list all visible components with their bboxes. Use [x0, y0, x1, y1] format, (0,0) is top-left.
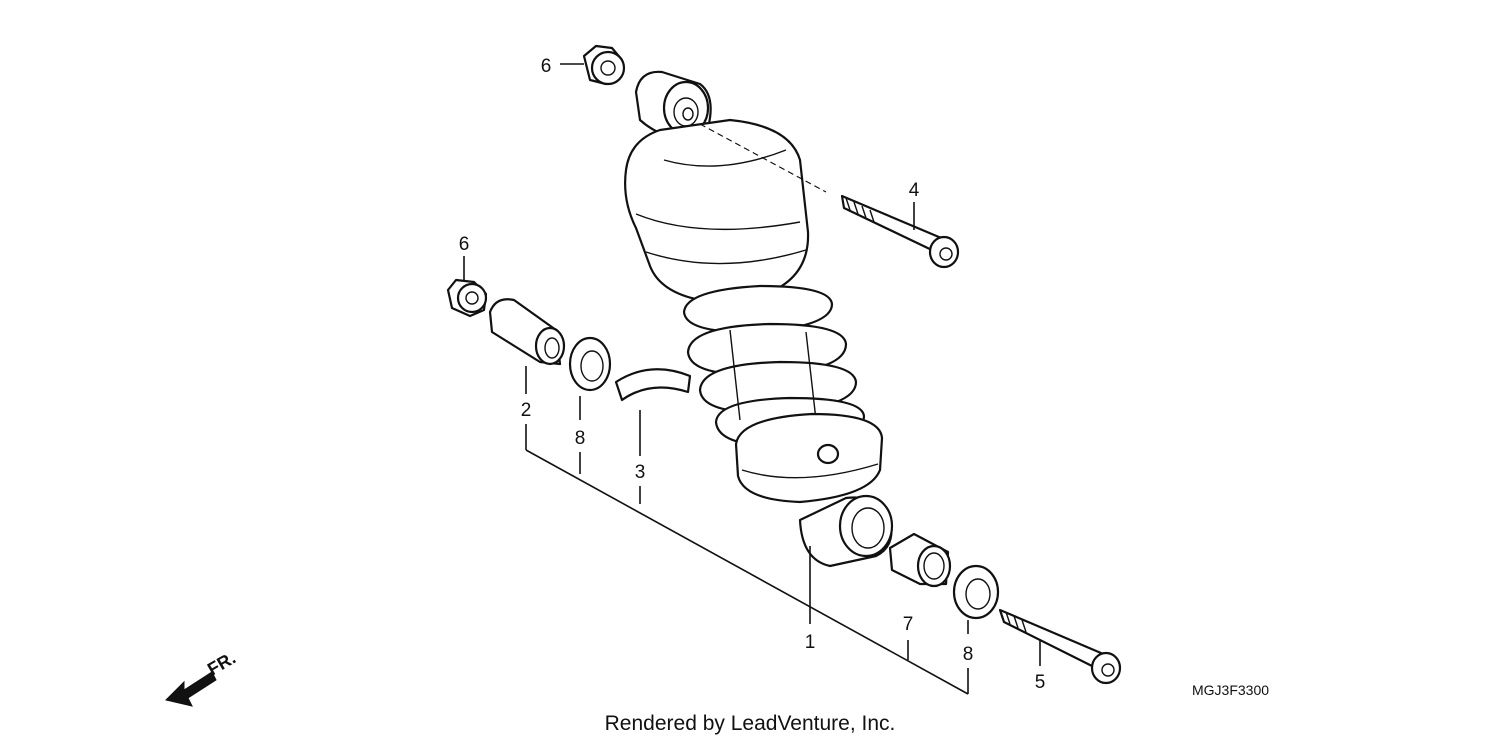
- render-credit: Rendered by LeadVenture, Inc.: [605, 712, 896, 735]
- front-direction-arrow-icon: FR.: [165, 648, 239, 707]
- part-6-top-nut: [582, 44, 626, 86]
- part-2-collar: [488, 298, 566, 366]
- label-part-5: 5: [1035, 672, 1046, 693]
- label-part-4: 4: [909, 180, 920, 201]
- label-part-3: 3: [635, 462, 646, 483]
- part-5-lower-bolt: [998, 608, 1122, 685]
- label-part-8-left: 8: [575, 428, 586, 449]
- label-part-1: 1: [805, 632, 816, 653]
- leader-lines: [463, 63, 1041, 695]
- label-part-6-left: 6: [459, 234, 470, 255]
- part-1-shock-absorber: [624, 70, 894, 568]
- label-part-6-top: 6: [541, 56, 552, 77]
- label-part-7: 7: [903, 614, 914, 635]
- label-part-2: 2: [521, 400, 532, 421]
- part-4-upper-bolt: [840, 194, 960, 269]
- part-8-left-seal: [568, 336, 612, 392]
- part-3-label: [614, 368, 692, 402]
- part-8-right-seal: [952, 564, 1000, 620]
- part-7-bearing: [888, 532, 952, 588]
- part-6-left-nut: [446, 278, 488, 318]
- label-part-8-right: 8: [963, 644, 974, 665]
- diagram-code: MGJ3F3300: [1192, 682, 1269, 698]
